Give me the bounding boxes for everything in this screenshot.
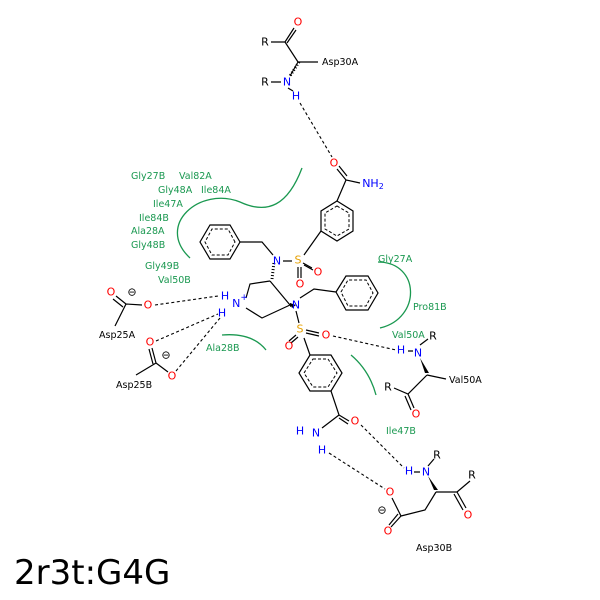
hydrophobic-residue: Pro81B [413, 302, 447, 313]
atom-o: O [330, 157, 339, 170]
hydrophobic-residue: Gly27B [131, 171, 165, 182]
atom-o: O [294, 16, 303, 29]
atom-o: O [464, 509, 473, 522]
atom-h: H [218, 307, 226, 320]
atom-n: N [422, 466, 430, 479]
atom-h: H [405, 465, 413, 478]
residue-label: Asp25B [116, 380, 152, 391]
hydrophobic-residue: Ile84A [201, 185, 231, 196]
atom-h: H [221, 290, 229, 303]
atom-r: R [429, 330, 437, 343]
hydrophobic-arc [350, 354, 377, 396]
atom-o: O [144, 299, 153, 312]
residue-label: Asp30A [322, 57, 359, 68]
hydrophobic-residue: Gly48A [158, 185, 193, 196]
hydrophobic-residue: Gly48B [131, 240, 165, 251]
atom-o: O [322, 329, 331, 342]
atom-s: S [297, 323, 304, 336]
atom-o: O [386, 486, 395, 499]
hydrophobic-residue: Ile84B [139, 213, 169, 224]
atom-n: N [283, 76, 291, 89]
hydrophobic-residue: Val50A [392, 330, 425, 341]
hydrophobic-residue: Val82A [179, 171, 212, 182]
atom-o: O [296, 278, 305, 291]
h-bond [155, 313, 219, 342]
hydrophobic-residue: Val50B [158, 275, 191, 286]
atom-r: R [261, 36, 269, 49]
negative-charge-icon: ⊖ [377, 504, 386, 517]
h-bond [360, 424, 405, 469]
hydrophobic-residue: Ile47B [386, 426, 416, 437]
atom-o: O [107, 286, 116, 299]
atom-nh2: NH2 [362, 177, 384, 191]
atom-n: N [292, 299, 300, 312]
atom-o: O [351, 415, 360, 428]
atom-r: R [468, 469, 476, 482]
atom-o: O [412, 408, 421, 421]
hydrophobic-arc [377, 261, 412, 329]
atom-o: O [285, 340, 294, 353]
atom-h: H [318, 444, 326, 457]
residue-label: Asp25A [99, 330, 136, 341]
atom-o: O [168, 370, 177, 383]
atom-labels: R O R N H O NH2 S O O N N+ H H N S O O O… [107, 16, 477, 538]
negative-charge-icon: ⊖ [127, 286, 136, 299]
hydrophobic-residue: Gly27A [378, 254, 413, 265]
atom-n: N [414, 347, 422, 360]
hydrophobic-labels: Gly27B Val82A Gly48A Ile84A Ile47A Ile84… [131, 171, 447, 437]
residue-label: Asp30B [416, 543, 452, 554]
h-bond [175, 317, 221, 372]
residue-label: Val50A [449, 375, 482, 386]
atom-o: O [384, 525, 393, 538]
diagram-title: 2r3t:G4G [14, 553, 170, 593]
h-bond [154, 295, 219, 306]
atom-s: S [295, 254, 302, 267]
h-bond [328, 452, 386, 490]
atom-r: R [261, 76, 269, 89]
atom-r: R [384, 381, 392, 394]
hydrophobic-residue: Ala28B [206, 343, 240, 354]
atom-n: N [312, 427, 320, 440]
atom-n-plus: N+ [232, 293, 248, 310]
hydrophobic-contacts [176, 167, 412, 396]
hydrophobic-residue: Ile47A [153, 199, 183, 210]
atom-h: H [292, 90, 300, 103]
hydrophobic-arc [221, 334, 267, 351]
hydrogen-bonds [154, 102, 405, 490]
atom-o: O [146, 336, 155, 349]
h-bond [332, 335, 397, 351]
hydrophobic-arc [176, 167, 303, 259]
residue-labels: Asp30A Asp25A Asp25B Val50A Asp30B [99, 57, 482, 554]
hydrophobic-residue: Ala28A [131, 226, 165, 237]
negative-charge-icon: ⊖ [161, 349, 170, 362]
stereo-wedges [270, 61, 438, 490]
atom-r: R [433, 449, 441, 462]
atom-n: N [273, 255, 281, 268]
h-bond [299, 102, 333, 158]
atom-h: H [397, 344, 405, 357]
atom-o: O [314, 266, 323, 279]
atom-h: H [296, 425, 304, 438]
hydrophobic-residue: Gly49B [145, 261, 179, 272]
